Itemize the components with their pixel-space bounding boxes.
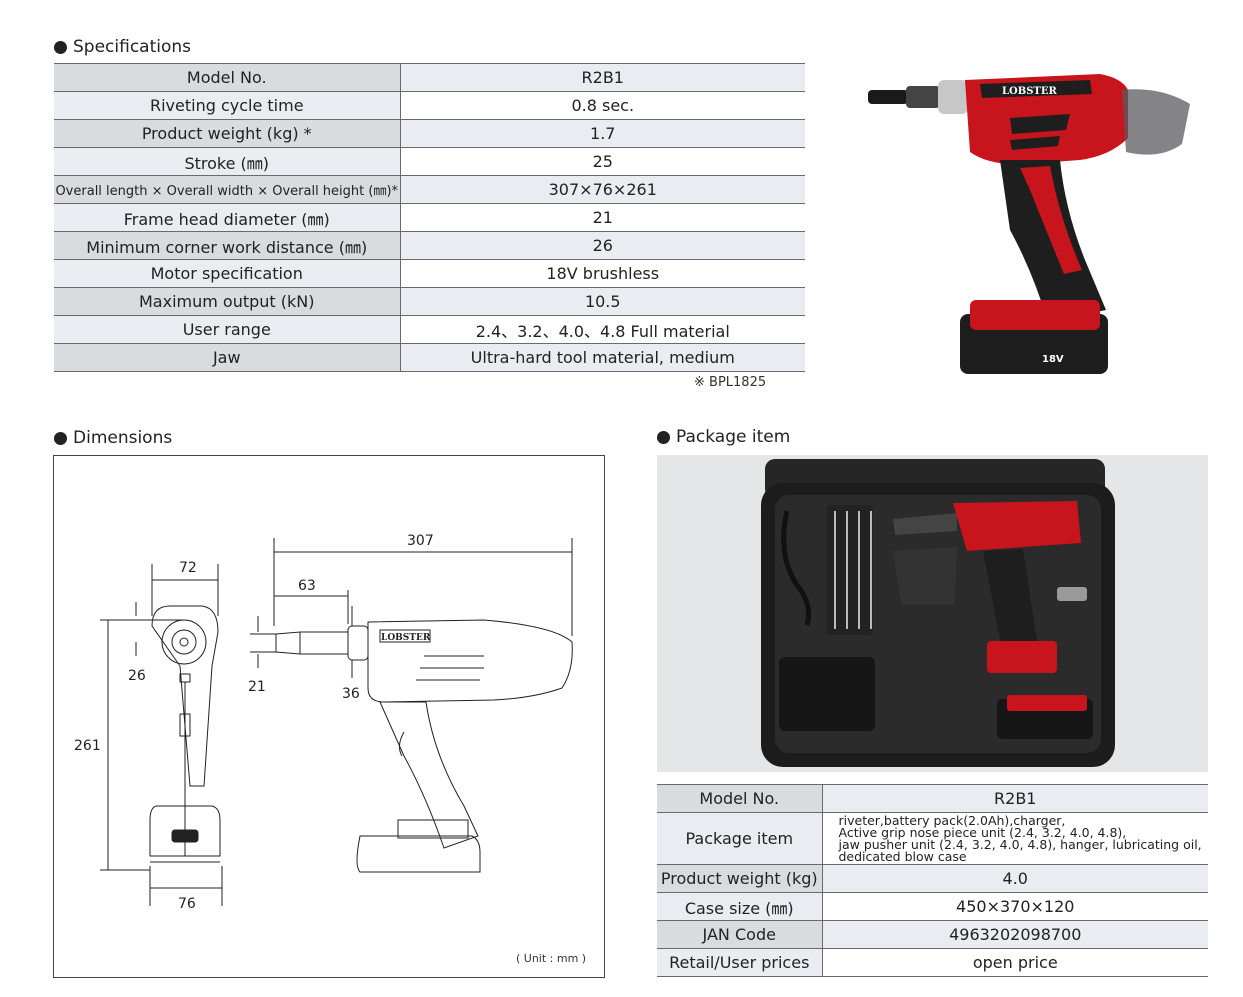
spec-value: 2.4、3.2、4.0、4.8 Full material [400, 315, 805, 344]
spec-value: 25 [400, 147, 805, 176]
spec-row: Motor specification 18V brushless [54, 259, 805, 288]
package-header-value: R2B1 [822, 784, 1208, 813]
dimension-drawing: 72 261 26 76 LOBSTER [74, 533, 586, 965]
spec-row: Stroke (㎜) 25 [54, 147, 805, 176]
spec-header-value: R2B1 [400, 63, 805, 92]
spec-value: 18V brushless [400, 259, 805, 288]
dim-corner-label: 26 [128, 668, 146, 684]
package-contents-line: Active grip nose piece unit (2.4, 3.2, 4… [838, 825, 1127, 840]
dim-base-label: 76 [178, 896, 196, 912]
spec-value: 26 [400, 231, 805, 260]
spec-row: Maximum output (kN) 10.5 [54, 287, 805, 316]
spec-value: Ultra-hard tool material, medium [400, 343, 805, 372]
package-header-key: Model No. [657, 784, 823, 813]
bullet-icon [657, 430, 670, 444]
package-contents-line: jaw pusher unit (2.4, 3.2, 4.0, 4.8), ha… [838, 837, 1202, 852]
bullet-icon [54, 40, 67, 54]
photo-brand-text: LOBSTER [1002, 86, 1057, 97]
package-value: 450×370×120 [822, 892, 1208, 921]
spec-value: 21 [400, 203, 805, 232]
front-view-drawing [149, 605, 221, 863]
photo-battery-text: 18V [1042, 354, 1064, 365]
spec-header-key: Model No. [54, 63, 401, 92]
dimensions-title: Dimensions [73, 428, 173, 448]
spec-row: User range 2.4、3.2、4.0、4.8 Full material [54, 315, 805, 344]
side-view-drawing [275, 619, 573, 873]
spec-value: 1.7 [400, 119, 805, 148]
package-contents-line: dedicated blow case [838, 849, 967, 864]
spec-table: Model No. R2B1 Riveting cycle time 0.8 s… [54, 63, 805, 372]
spec-row: Product weight (kg) * 1.7 [54, 119, 805, 148]
dimensions-drawing-frame: 72 261 26 76 LOBSTER [53, 455, 605, 978]
package-key: Case size (㎜) [657, 892, 823, 921]
spec-key: Motor specification [54, 259, 401, 288]
spec-key: Jaw [54, 343, 401, 372]
dimensions-heading: Dimensions [54, 428, 172, 448]
spec-header-row: Model No. R2B1 [54, 63, 805, 92]
dim-head-label: 63 [298, 578, 316, 594]
package-row: Retail/User prices open price [657, 948, 1208, 977]
package-key: Product weight (kg) [657, 864, 823, 893]
spec-key: Frame head diameter (㎜) [54, 203, 401, 232]
spec-row: Riveting cycle time 0.8 sec. [54, 91, 805, 120]
package-key: Retail/User prices [657, 948, 823, 977]
spec-row: Minimum corner work distance (㎜) 26 [54, 231, 805, 260]
specifications-heading: Specifications [54, 37, 191, 57]
spec-value: 10.5 [400, 287, 805, 316]
package-row: Case size (㎜) 450×370×120 [657, 892, 1208, 921]
riveter-photo: LOBSTER 18V [868, 74, 1190, 374]
package-contents-row: Package item riveter,battery pack(2.0Ah)… [657, 812, 1208, 865]
spec-row: Overall length × Overall width × Overall… [54, 175, 805, 204]
package-contents-line: riveter,battery pack(2.0Ah),charger, [838, 813, 1066, 828]
bullet-icon [54, 431, 67, 445]
spec-key: Overall length × Overall width × Overall… [54, 175, 401, 204]
package-row: JAN Code 4963202098700 [657, 920, 1208, 949]
package-key: JAN Code [657, 920, 823, 949]
spec-key: Product weight (kg) * [54, 119, 401, 148]
package-value: 4963202098700 [822, 920, 1208, 949]
spec-row: Frame head diameter (㎜) 21 [54, 203, 805, 232]
package-title: Package item [676, 427, 791, 447]
case-photo [657, 455, 1208, 772]
package-value: open price [822, 948, 1208, 977]
spec-key: Maximum output (kN) [54, 287, 401, 316]
package-table: Model No. R2B1 Package item riveter,batt… [657, 784, 1208, 977]
dim-width-label: 72 [179, 560, 197, 576]
package-value: 4.0 [822, 864, 1208, 893]
package-header-row: Model No. R2B1 [657, 784, 1208, 813]
package-contents-list: riveter,battery pack(2.0Ah),charger, Act… [822, 812, 1208, 865]
spec-value: 0.8 sec. [400, 91, 805, 120]
dim-length-label: 307 [407, 533, 434, 549]
spec-footnote: ※ BPL1825 [694, 375, 767, 390]
package-contents-key: Package item [657, 812, 823, 865]
dim-height-label: 261 [74, 738, 101, 754]
drawing-brand-text: LOBSTER [381, 633, 431, 643]
dim-frame-head-label: 21 [248, 679, 266, 695]
package-heading: Package item [657, 427, 790, 447]
spec-value: 307×76×261 [400, 175, 805, 204]
spec-key: Stroke (㎜) [54, 147, 401, 176]
unit-note: ( Unit : mm ) [516, 952, 586, 965]
spec-key: Minimum corner work distance (㎜) [54, 231, 401, 260]
spec-row: Jaw Ultra-hard tool material, medium [54, 343, 805, 372]
specifications-title: Specifications [73, 37, 192, 57]
spec-key: User range [54, 315, 401, 344]
spec-key: Riveting cycle time [54, 91, 401, 120]
dim-nose-label: 36 [342, 686, 360, 702]
package-row: Product weight (kg) 4.0 [657, 864, 1208, 893]
